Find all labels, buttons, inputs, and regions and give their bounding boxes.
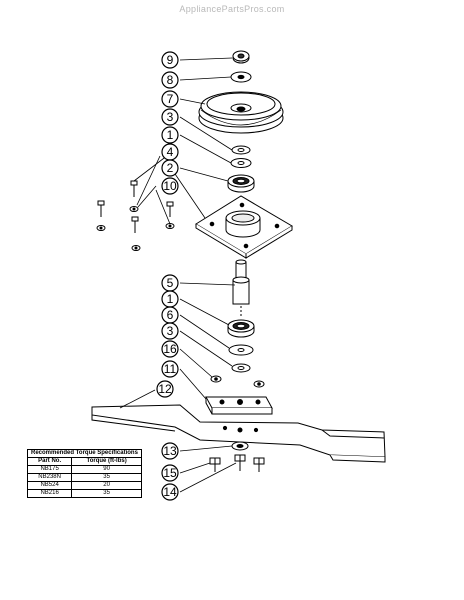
part-bolts-4 [97,180,174,233]
part-no-cell: NB238N [26,473,73,482]
torque-cell: 35 [71,473,142,482]
torque-table-title: Recommended Torque Specifications [27,449,142,458]
callout-10: 10 [163,179,177,193]
table-row: NB175 90 [26,465,142,474]
part-bearing-upper [227,174,255,193]
callout-6: 6 [167,308,174,322]
callout-16: 16 [163,342,177,356]
callout-15: 15 [163,466,177,480]
callout-7: 7 [167,92,174,106]
callout-13: 13 [163,444,177,458]
part-bolt-14 [234,454,246,471]
torque-cell: 35 [71,489,142,498]
torque-header-part: Part No. [26,457,73,466]
callout-14: 14 [163,485,177,499]
part-housing-2 [195,195,293,259]
part-bearing-1-lower [227,319,255,338]
part-no-cell: NB216 [26,489,73,498]
part-bolts-15 [209,457,265,472]
part-spacer-3-lower [231,363,251,373]
callout-2: 2 [167,161,174,175]
torque-header-torque: Torque (ft-lbs) [71,457,142,466]
callout-circles [156,51,179,501]
callout-11: 11 [164,362,177,376]
part-nut-9 [232,50,250,64]
table-row: NB238N 35 [26,473,142,482]
part-adapter-11 [205,396,273,415]
part-washer-6 [228,344,254,356]
part-washer-13 [231,441,249,451]
torque-cell: 90 [71,465,142,474]
part-spindle-5 [232,259,250,318]
watermark: AppliancePartsPros.com [179,4,285,14]
part-blade-12 [91,404,386,463]
callout-8: 8 [167,73,174,87]
table-row: NB524 20 [26,481,142,490]
callout-12: 12 [158,382,172,396]
callout-5: 5 [167,276,174,290]
part-pulley-7 [198,91,284,134]
callout-1-lower: 1 [167,292,174,306]
torque-spec-table: Recommended Torque Specifications Part N… [26,449,142,498]
part-washer-8 [230,71,252,83]
callout-3-lower: 3 [167,324,174,338]
part-nuts-16 [210,375,265,388]
part-spacer-3-upper [231,145,251,155]
torque-cell: 20 [71,481,142,490]
callout-1: 1 [167,128,174,142]
callout-labels: 9 8 7 3 1 4 2 10 5 1 6 3 16 11 12 13 15 … [158,53,177,499]
part-no-cell: NB175 [26,465,73,474]
callout-9: 9 [167,53,174,67]
table-row: NB216 35 [26,489,142,498]
part-nuts-10 [96,206,175,251]
part-no-cell: NB524 [26,481,73,490]
callout-3: 3 [167,110,174,124]
callout-4: 4 [167,145,174,159]
part-washer-1-upper [230,158,252,168]
